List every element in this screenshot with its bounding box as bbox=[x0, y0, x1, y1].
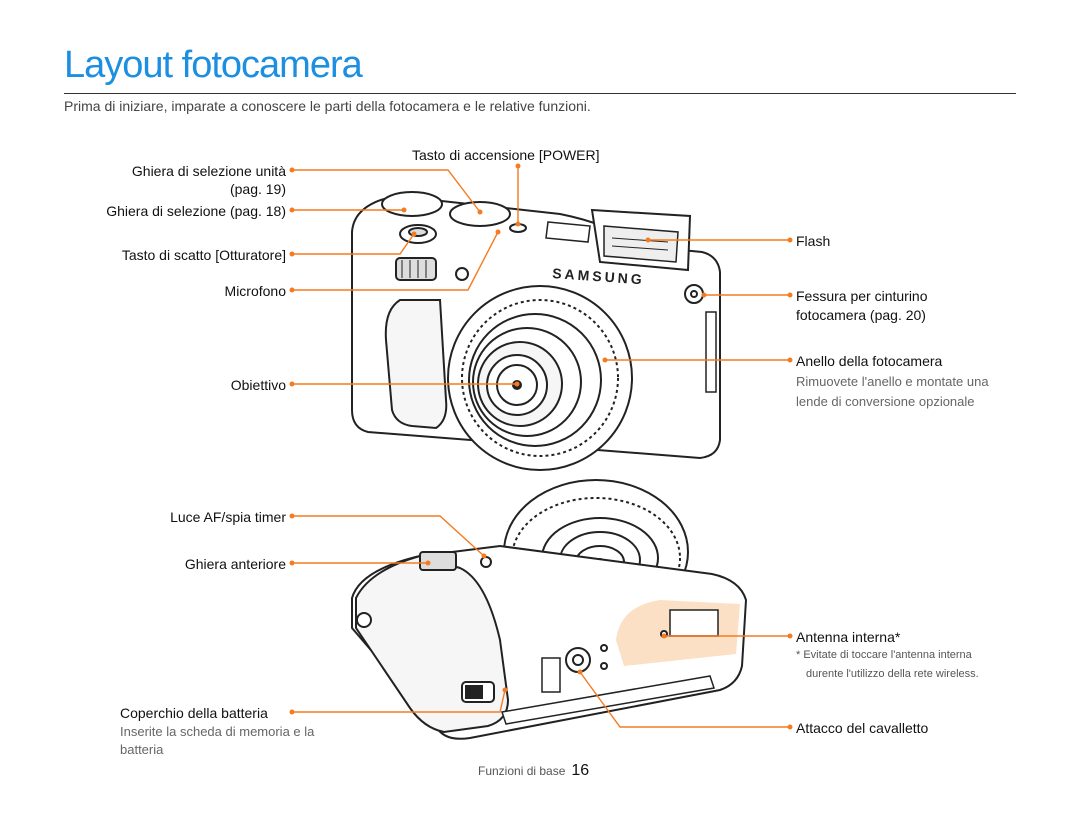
label-shutter-button: Tasto di scatto [Otturatore] bbox=[121, 247, 286, 263]
label-mode-dial: Ghiera di selezione (pag. 18) bbox=[106, 203, 286, 219]
label-internal-antenna: Antenna interna* bbox=[796, 629, 901, 645]
callout-dots bbox=[289, 163, 793, 730]
label-power-button: Tasto di accensione [POWER] bbox=[412, 147, 600, 163]
callout-lines bbox=[292, 166, 790, 728]
brand-logo: SAMSUNG bbox=[552, 265, 645, 287]
label-strap-eyelet-page: fotocamera (pag. 20) bbox=[796, 307, 926, 323]
camera-bottom-drawing bbox=[351, 479, 748, 740]
antenna-note-2: durente l'utilizzo della rete wireless. bbox=[806, 668, 979, 680]
label-front-dial: Ghiera anteriore bbox=[184, 556, 286, 572]
camera-front-drawing bbox=[351, 191, 721, 471]
lens-ring-desc-2: lende di conversione opzionale bbox=[796, 394, 975, 409]
label-lens-ring: Anello della fotocamera bbox=[796, 353, 943, 369]
footer-section: Funzioni di base bbox=[478, 764, 566, 778]
intro-text: Prima di iniziare, imparate a conoscere … bbox=[64, 98, 591, 114]
label-af-lamp: Luce AF/spia timer bbox=[170, 509, 286, 525]
label-microphone: Microfono bbox=[224, 283, 286, 299]
title-divider bbox=[64, 93, 1016, 94]
lens-ring-desc-1: Rimuovete l'anello e montate una bbox=[796, 374, 989, 389]
label-tripod-mount: Attacco del cavalletto bbox=[796, 720, 929, 736]
battery-cover-desc-1: Inserite la scheda di memoria e la bbox=[120, 724, 315, 739]
antenna-note-1: * Evitate di toccare l'antenna interna bbox=[796, 649, 972, 661]
label-strap-eyelet: Fessura per cinturino bbox=[796, 288, 928, 304]
page-number: 16 bbox=[571, 762, 590, 779]
label-unit-dial-page: (pag. 19) bbox=[229, 181, 286, 197]
page-footer: Funzioni di base 16 bbox=[478, 762, 589, 780]
label-lens: Obiettivo bbox=[230, 377, 286, 393]
battery-cover-desc-2: batteria bbox=[120, 742, 164, 757]
label-unit-dial: Ghiera di selezione unità bbox=[131, 163, 286, 179]
label-flash: Flash bbox=[796, 233, 831, 249]
page-title: Layout fotocamera bbox=[64, 44, 363, 86]
label-battery-cover: Coperchio della batteria bbox=[120, 705, 268, 721]
